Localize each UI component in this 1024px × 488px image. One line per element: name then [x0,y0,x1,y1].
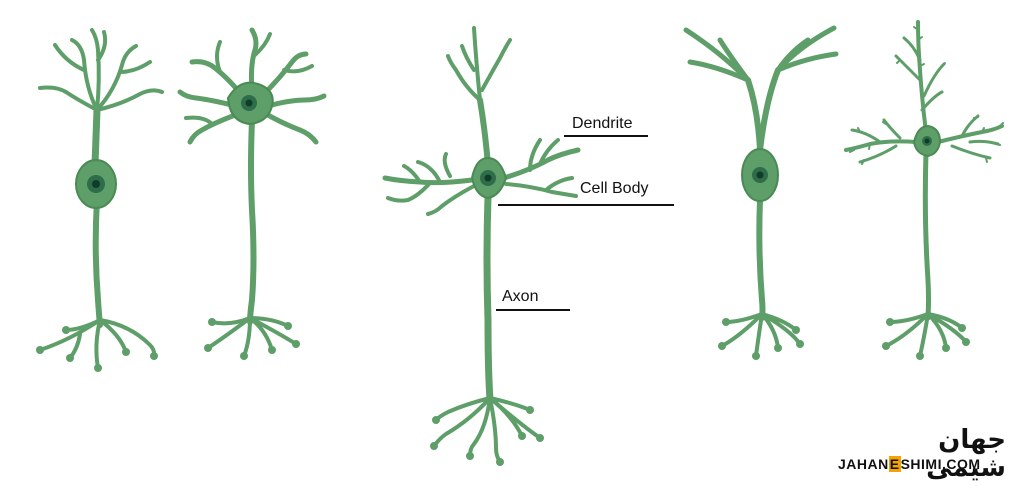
multipolar-neuron-small [177,27,327,360]
label-dendrite: Dendrite [572,115,633,132]
jahaneshimi-logo: جهان شیمی JAHANESHIMI.COM [838,426,1006,482]
label-cell-body: Cell Body [580,180,649,197]
bipolar-neuron [36,28,164,372]
leader-line-cell-body [498,204,674,206]
logo-persian-text: جهان شیمی [926,425,1006,483]
logo-site-prefix: JAHAN [838,456,889,472]
leader-line-dendrite [564,135,648,137]
logo-site-suffix: SHIMI.COM [900,456,981,472]
labeled-neuron [382,26,581,466]
bipolar-neuron-sweeping [683,25,839,360]
logo-site-e: E [888,456,901,472]
logo-site-text: JAHANESHIMI.COM [838,456,981,472]
pyramidal-neuron-spiny [844,20,1004,360]
leader-line-axon [496,309,570,311]
label-axon: Axon [502,288,539,305]
